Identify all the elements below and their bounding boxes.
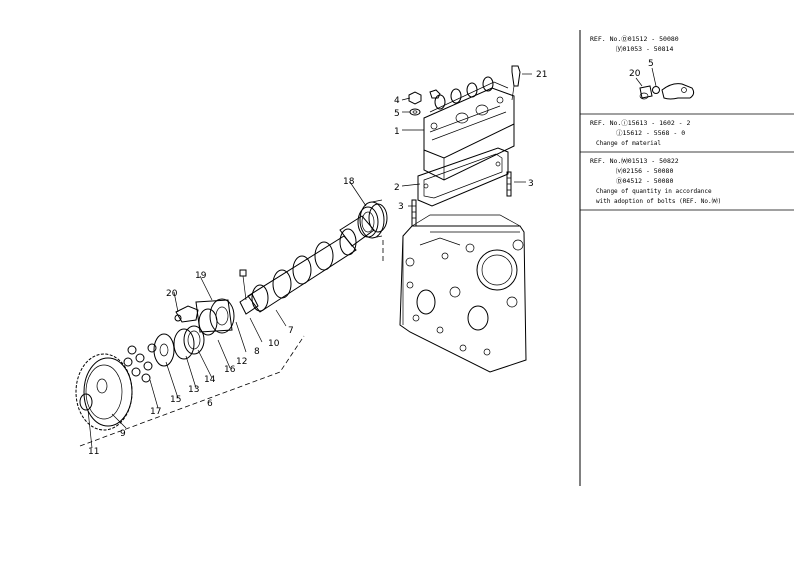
- callout-1: 1: [394, 127, 400, 137]
- assembly-outline: [79, 335, 305, 447]
- stud-bolts: [411, 171, 512, 227]
- ref-block2-line3: Change of material: [596, 140, 661, 147]
- washers-and-springs: [123, 325, 205, 383]
- ref-block3-line4: Change of quantity in accordance: [596, 188, 712, 195]
- ref-block1-line2: ⒴01053 - 50814: [616, 44, 673, 53]
- crankcase-housing: [382, 214, 527, 373]
- callout-11: 11: [88, 447, 99, 457]
- callout-16: 16: [224, 365, 236, 375]
- ref-block2-line2: ⓙ15612 - 5568 - 0: [616, 129, 685, 137]
- callout-6: 6: [207, 399, 213, 409]
- callout-2: 2: [394, 183, 400, 193]
- callout-13: 13: [188, 385, 199, 395]
- inset-drawing: [635, 67, 695, 100]
- ref-block3-line2: ⒱02156 - 50080: [616, 166, 673, 175]
- callout-17: 17: [150, 407, 161, 417]
- callout-12: 12: [236, 357, 247, 367]
- callout-3-left: 3: [398, 202, 404, 212]
- injection-pump-body: [423, 76, 515, 181]
- camshaft-bearing: [359, 199, 388, 239]
- callout-18: 18: [343, 177, 355, 187]
- ref-block3-line1: REF. No.⒲01513 - 50822: [590, 156, 679, 165]
- camshaft-gear: [75, 353, 133, 431]
- governor-weight: [174, 305, 199, 323]
- callout-15: 15: [170, 395, 181, 405]
- inset-label-5: 5: [648, 59, 654, 69]
- callout-4: 4: [394, 96, 400, 106]
- callout-10: 10: [268, 339, 280, 349]
- callout-9: 9: [120, 429, 126, 439]
- delivery-pipe-stud: [511, 65, 521, 101]
- callout-21: 21: [536, 70, 547, 80]
- callout-19: 19: [195, 271, 207, 281]
- callout-3-right: 3: [528, 179, 534, 189]
- callout-8: 8: [254, 347, 260, 357]
- ref-block1-line1: REF. No.Ⓓ01512 - 50080: [590, 35, 679, 43]
- leader-lines: [87, 73, 532, 449]
- governor-collar: [195, 298, 235, 336]
- callout-14: 14: [204, 375, 216, 385]
- camshaft: [239, 206, 379, 315]
- callouts: 21 4 5 1 2 3 3 18 19 20 7 10 8 12 16 14 …: [88, 70, 547, 457]
- ref-block3-line3: Ⓓ04512 - 50080: [616, 177, 673, 185]
- callout-7: 7: [288, 326, 294, 336]
- reference-panel: REF. No.Ⓓ01512 - 50080 ⒴01053 - 50814 20…: [579, 30, 794, 486]
- pump-gasket-plate: [417, 147, 509, 207]
- ref-block3-line5: with adoption of bolts (REF. No.⒲): [596, 197, 721, 205]
- callout-20: 20: [166, 289, 178, 299]
- callout-5: 5: [394, 109, 400, 119]
- inset-label-20: 20: [629, 69, 641, 79]
- ref-block2-line1: REF. No.ⓘ15613 - 1602 - 2: [590, 119, 691, 127]
